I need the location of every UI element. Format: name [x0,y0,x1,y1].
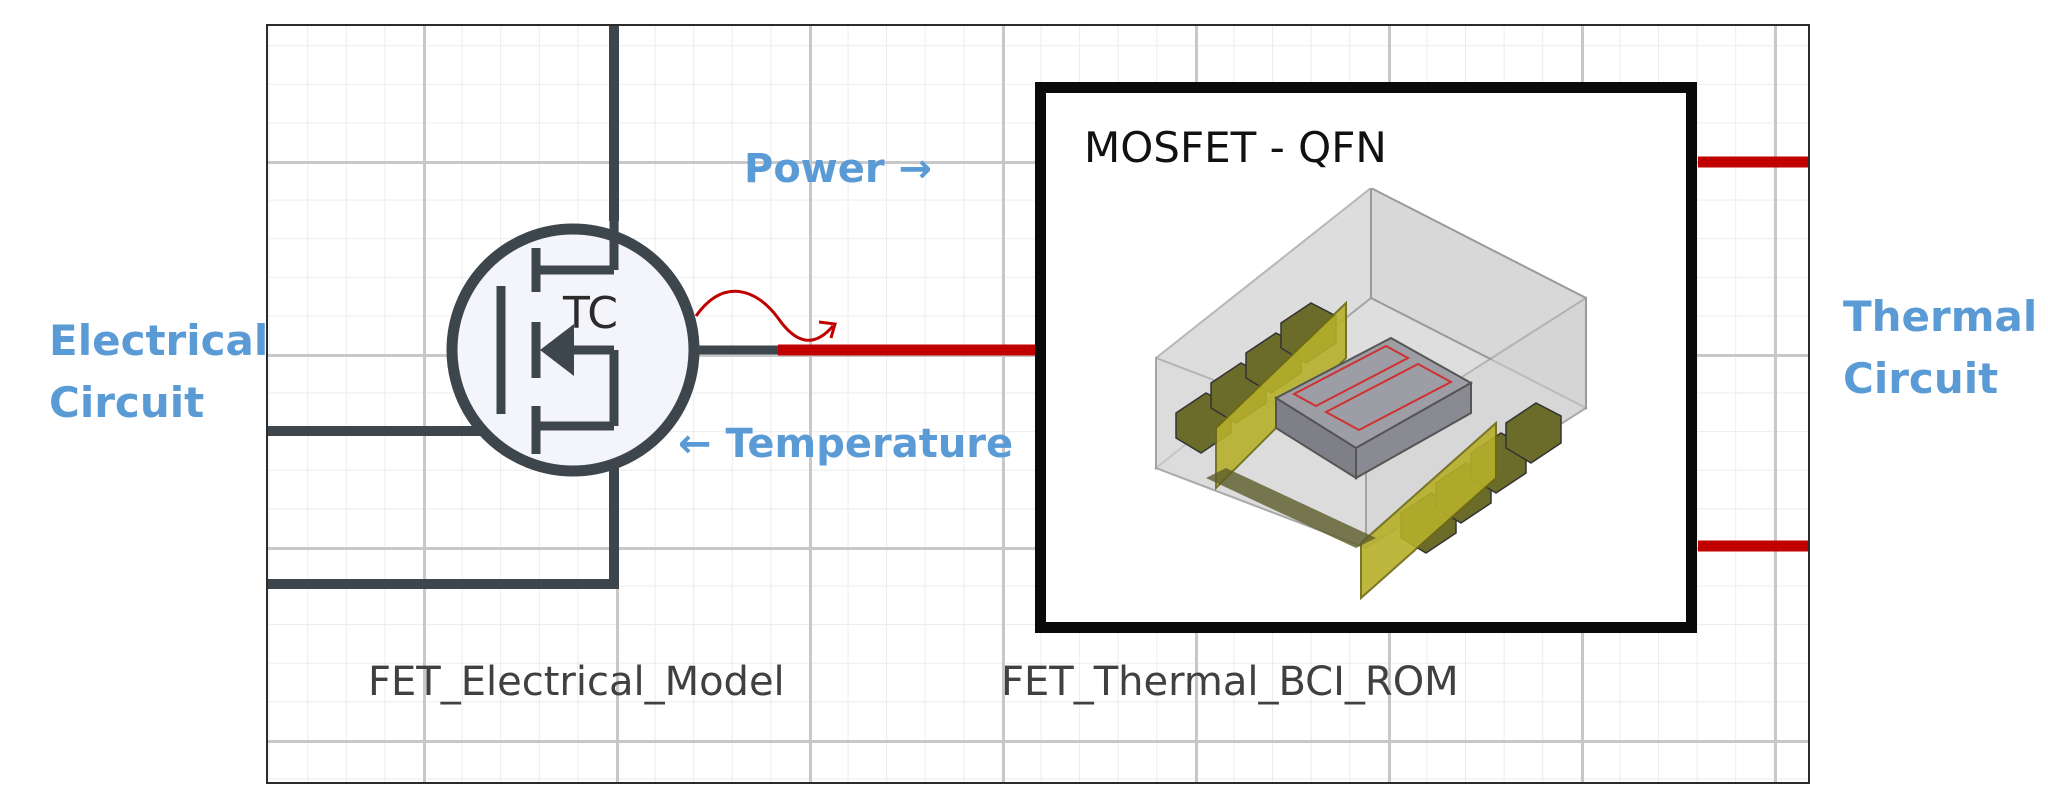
electrical-circuit-label-line2: Circuit [49,378,205,427]
mosfet-tc-label: TC [562,288,618,339]
schematic-wires: TC [268,26,1808,589]
thermal-circuit-label-line1: Thermal [1843,292,2038,341]
power-flow-label: Power → [744,146,933,192]
mosfet-symbol-icon[interactable]: TC [446,221,778,477]
thermal-model-name: FET_Thermal_BCI_ROM [1001,659,1459,705]
electrical-model-name: FET_Electrical_Model [368,659,785,705]
schematic-canvas[interactable]: TC MOSFET - QFN [266,24,1810,784]
thermal-rom-block[interactable]: MOSFET - QFN [1035,82,1697,633]
electrical-circuit-label-line1: Electrical [49,316,269,365]
rom-title: MOSFET - QFN [1084,123,1387,172]
qfn-package-icon [1153,188,1589,601]
thermal-circuit-label-line2: Circuit [1843,354,1999,403]
electrical-circuit-label: Electrical Circuit [49,310,268,434]
thermal-circuit-label: Thermal Circuit [1843,286,2037,410]
temperature-flow-label: ← Temperature [678,421,1014,467]
heat-wave-icon [694,289,835,342]
